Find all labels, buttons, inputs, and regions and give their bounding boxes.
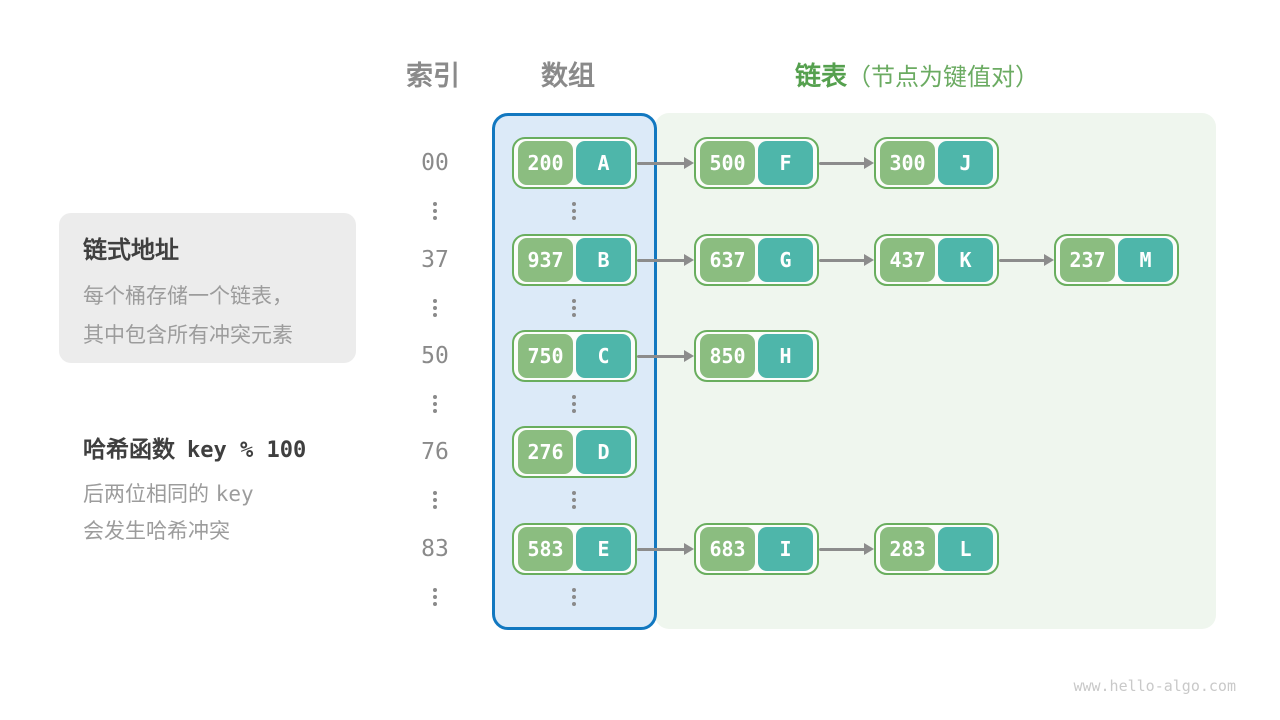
vertical-ellipsis-icon (433, 299, 437, 317)
list-column-header: 链表（节点为键值对） (795, 56, 1039, 93)
node-value: G (758, 238, 813, 282)
vertical-ellipsis-icon (433, 588, 437, 606)
node-key: 300 (880, 141, 935, 185)
node-value: J (938, 141, 993, 185)
node-key: 437 (880, 238, 935, 282)
arrow-head-icon (684, 157, 694, 169)
arrow-head-icon (864, 254, 874, 266)
node-key: 200 (518, 141, 573, 185)
node-key: 683 (700, 527, 755, 571)
index-label: 76 (421, 439, 449, 465)
arrow-line (637, 547, 686, 551)
node-value: A (576, 141, 631, 185)
array-column-header: 数组 (541, 61, 595, 92)
hash-function-note: 哈希函数 key % 100 后两位相同的 key 会发生哈希冲突 (83, 430, 306, 545)
node-value: C (576, 334, 631, 378)
arrow-head-icon (684, 350, 694, 362)
callout-line-2: 其中包含所有冲突元素 (83, 323, 293, 347)
vertical-ellipsis-icon (572, 491, 576, 509)
hash-function-code: key % 100 (187, 438, 307, 463)
arrow-line (637, 161, 686, 165)
watermark: www.hello-algo.com (1073, 677, 1236, 695)
vertical-ellipsis-icon (433, 395, 437, 413)
arrow-head-icon (1044, 254, 1054, 266)
node-value: L (938, 527, 993, 571)
hash-note-line-1: 后两位相同的 key (83, 481, 306, 508)
node-value: F (758, 141, 813, 185)
hash-note-line-1-code: key (215, 482, 254, 506)
node-value: M (1118, 238, 1173, 282)
node-value: E (576, 527, 631, 571)
node-key: 637 (700, 238, 755, 282)
arrow-head-icon (684, 254, 694, 266)
node-key: 583 (518, 527, 573, 571)
node-key: 850 (700, 334, 755, 378)
list-header-label: 链表 (795, 62, 848, 92)
callout-line-1: 每个桶存储一个链表， (83, 284, 293, 308)
index-column-header: 索引 (406, 61, 460, 92)
hash-function-title-text: 哈希函数 (83, 437, 175, 463)
vertical-ellipsis-icon (572, 202, 576, 220)
node-key: 750 (518, 334, 573, 378)
hash-note-line-2: 会发生哈希冲突 (83, 519, 230, 543)
node-key: 283 (880, 527, 935, 571)
arrow-head-icon (864, 543, 874, 555)
arrow-head-icon (684, 543, 694, 555)
vertical-ellipsis-icon (572, 395, 576, 413)
index-label: 83 (421, 536, 449, 562)
vertical-ellipsis-icon (433, 491, 437, 509)
index-label: 00 (421, 150, 449, 176)
chaining-callout: 链式地址 每个桶存储一个链表， 其中包含所有冲突元素 (59, 213, 356, 363)
node-value: B (576, 238, 631, 282)
arrow-line (819, 161, 866, 165)
index-label: 37 (421, 247, 449, 273)
node-value: K (938, 238, 993, 282)
node-value: I (758, 527, 813, 571)
vertical-ellipsis-icon (572, 588, 576, 606)
vertical-ellipsis-icon (572, 299, 576, 317)
index-label: 50 (421, 343, 449, 369)
callout-title: 链式地址 (83, 236, 179, 264)
arrow-line (637, 258, 686, 262)
node-key: 500 (700, 141, 755, 185)
node-key: 276 (518, 430, 573, 474)
node-key: 237 (1060, 238, 1115, 282)
hash-note-line-1-text: 后两位相同的 (83, 482, 209, 506)
hash-function-title: 哈希函数 key % 100 (83, 430, 306, 464)
arrow-line (819, 258, 866, 262)
node-value: D (576, 430, 631, 474)
node-value: H (758, 334, 813, 378)
list-header-note: （节点为键值对） (847, 63, 1040, 91)
node-key: 937 (518, 238, 573, 282)
vertical-ellipsis-icon (433, 202, 437, 220)
arrow-line (999, 258, 1046, 262)
arrow-line (637, 354, 686, 358)
arrow-line (819, 547, 866, 551)
arrow-head-icon (864, 157, 874, 169)
